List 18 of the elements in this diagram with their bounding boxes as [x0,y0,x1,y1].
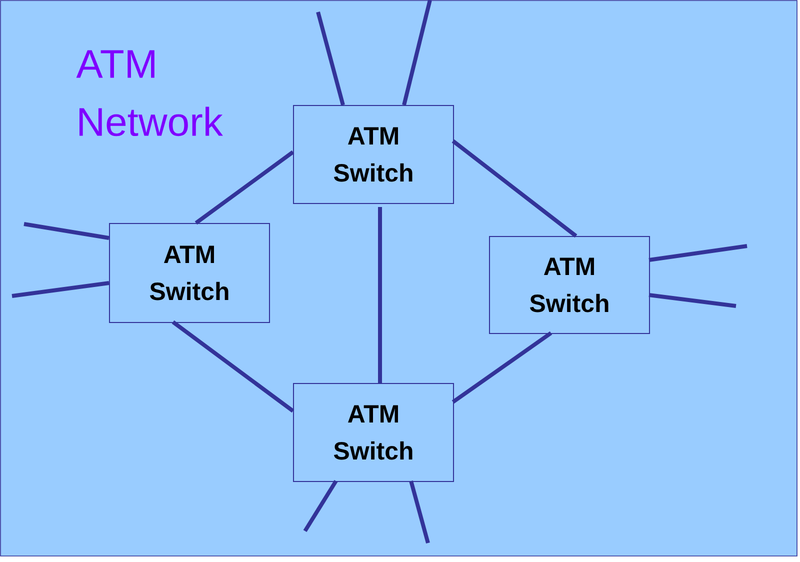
switch-box: ATM Switch [489,236,650,334]
switch-box: ATM Switch [109,223,270,323]
link-line [172,320,294,413]
link-line [24,222,110,240]
link-line [409,480,430,544]
link-line [452,331,552,404]
link-line [452,139,578,238]
link-line [402,0,432,106]
link-line [648,293,736,308]
link-line [194,150,294,225]
link-line [378,207,382,383]
switch-box: ATM Switch [293,383,454,482]
link-line [316,11,345,106]
link-line [303,480,338,532]
network-title: ATM Network [76,50,223,136]
link-line [648,244,748,262]
switch-box: ATM Switch [293,105,454,204]
link-line [12,281,110,298]
